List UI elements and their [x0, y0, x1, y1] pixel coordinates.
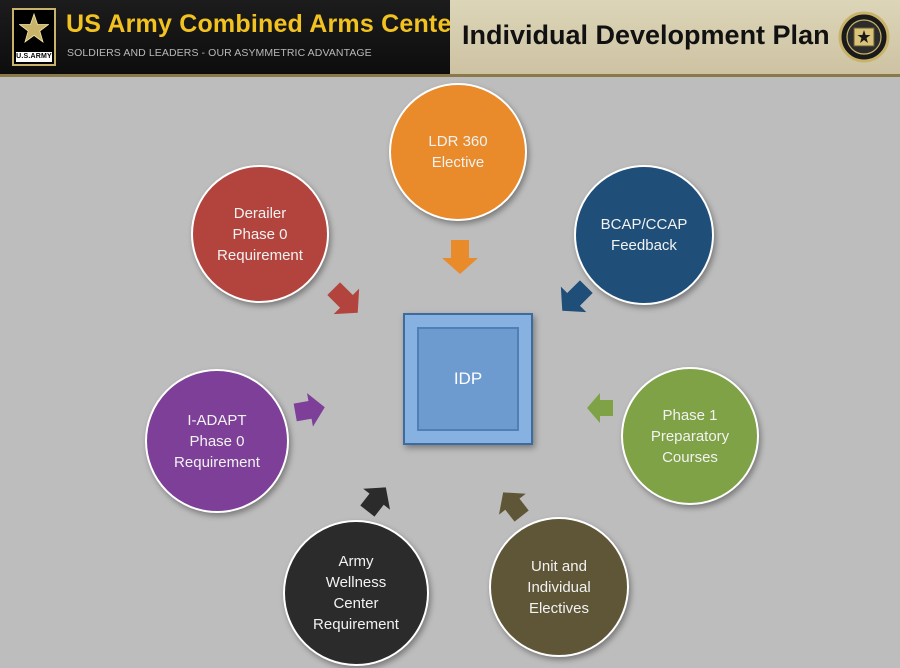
header-banner-left: U.S.ARMY US Army Combined Arms Center SO…: [0, 0, 461, 74]
org-title: US Army Combined Arms Center: [66, 10, 462, 38]
node-label: Army Wellness Center Requirement: [313, 553, 399, 633]
node-label: LDR 360 Elective: [428, 133, 488, 171]
node-unit: Unit and Individual Electives: [489, 517, 629, 657]
arrow-wellness: [360, 487, 391, 517]
node-label: Phase 1 Preparatory Courses: [650, 406, 730, 466]
idp-center-box: IDP: [403, 313, 533, 445]
node-iadapt: I-ADAPT Phase 0 Requirement: [145, 369, 289, 513]
army-star-logo: U.S.ARMY: [12, 8, 56, 66]
header-banner-right: [450, 0, 900, 74]
cac-seal-icon: [838, 11, 890, 63]
idp-label: IDP: [453, 369, 483, 388]
node-derailer: Derailer Phase 0 Requirement: [191, 165, 329, 303]
node-label: BCAP/CCAP Feedback: [600, 216, 688, 254]
arrow-bcap: [560, 280, 593, 313]
arrow-iadapt: [293, 393, 325, 427]
arrow-phase1: [587, 393, 613, 423]
node-phase1: Phase 1 Preparatory Courses: [621, 367, 759, 505]
org-subtitle: SOLDIERS AND LEADERS - OUR ASYMMETRIC AD…: [67, 47, 372, 59]
node-wellness: Army Wellness Center Requirement: [283, 520, 429, 666]
arrow-unit: [498, 492, 529, 522]
node-bcap: BCAP/CCAP Feedback: [574, 165, 714, 305]
node-label: I-ADAPT Phase 0 Requirement: [174, 411, 260, 471]
node-ldr360: LDR 360 Elective: [389, 83, 527, 221]
star-icon: [19, 13, 49, 44]
arrow-ldr360: [442, 240, 478, 274]
slide-title: Individual Development Plan: [462, 20, 830, 50]
us-army-tag: U.S.ARMY: [16, 52, 52, 62]
header-divider: [0, 74, 900, 77]
arrow-derailer: [327, 282, 360, 315]
node-label: Derailer Phase 0 Requirement: [217, 204, 303, 264]
node-label: Unit and Individual Electives: [527, 557, 591, 617]
